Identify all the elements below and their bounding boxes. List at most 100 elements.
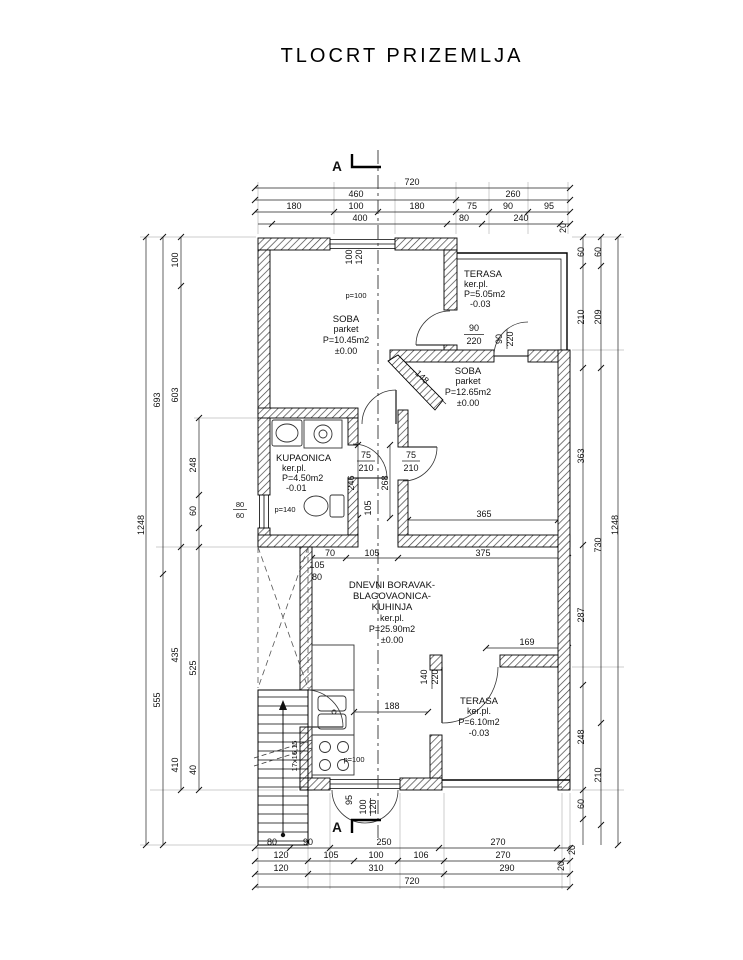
bathroom-sink <box>271 419 303 447</box>
room-floor: ker.pl. <box>464 279 488 289</box>
dim-label: 100 <box>368 850 383 860</box>
wall <box>394 237 458 251</box>
dim-label: 20 <box>558 223 568 233</box>
dim-label: 525 <box>188 660 198 675</box>
room-label-terasa-bottom: TERASA ker.pl. P=6.10m2 -0.03 <box>458 696 499 738</box>
dim-label: 365 <box>476 509 491 519</box>
dim-label: 105 <box>309 560 324 570</box>
wall <box>347 417 359 446</box>
room-area: P=12.65m2 <box>445 387 491 397</box>
wall <box>389 349 495 363</box>
opening-size: 60 <box>236 511 244 520</box>
room-area: P=5.05m2 <box>464 289 505 299</box>
top-dimension-labels: 720 460 260 180 100 180 75 90 95 400 80 … <box>286 177 568 233</box>
dim-label: 310 <box>368 863 383 873</box>
dim-label: 80 <box>312 572 322 582</box>
window-bathroom <box>259 495 269 528</box>
room-name: TERASA <box>460 696 499 707</box>
section-marker-bottom: A <box>332 820 342 835</box>
terrace-parapet-bottom <box>442 779 570 788</box>
dim-label: 363 <box>576 448 586 463</box>
wall <box>257 249 271 496</box>
dim-label: 248 <box>188 457 198 472</box>
stairs-direction-arrow <box>279 700 287 838</box>
dim-label: 95 <box>544 201 554 211</box>
stairs-break-line <box>253 739 313 767</box>
opening-size: 140 <box>419 669 429 684</box>
dim-label: 20 <box>556 861 566 871</box>
room-level: -0.03 <box>469 728 490 738</box>
room-label-kupaonica: KUPAONICA ker.pl. P=4.50m2 -0.01 <box>276 453 332 493</box>
kitchen-sink <box>317 695 347 730</box>
dim-label: 100 <box>170 252 180 267</box>
room-floor: parket <box>333 324 359 334</box>
door-soba-top <box>361 389 397 425</box>
dim-label: 60 <box>576 799 586 809</box>
washing-machine <box>303 419 343 449</box>
wall <box>257 407 359 419</box>
stairs <box>253 689 313 846</box>
wall <box>299 777 331 791</box>
room-name: KUHINJA <box>372 602 413 613</box>
dim-label: 555 <box>152 692 162 707</box>
wall <box>429 734 443 779</box>
dim-label: 75 <box>467 201 477 211</box>
room-name: BLAGOVAONICA- <box>353 591 431 602</box>
room-label-soba-top: SOBA parket P=10.45m2 ±0.00 <box>323 314 369 356</box>
opening-size: 220 <box>430 669 440 684</box>
room-area: P=10.45m2 <box>323 335 369 345</box>
dim-label: 400 <box>352 213 367 223</box>
canopy-outline <box>257 546 309 689</box>
wall <box>557 349 571 791</box>
room-floor: ker.pl. <box>467 706 491 716</box>
dim-label: 80 <box>459 213 469 223</box>
dim-label: 287 <box>576 607 586 622</box>
section-marker-top: A <box>332 159 342 174</box>
dim-label: 693 <box>152 392 162 407</box>
opening-size: 120 <box>354 249 364 264</box>
wall <box>397 409 409 448</box>
wall <box>257 534 359 548</box>
room-label-terasa-top: TERASA ker.pl. P=5.05m2 -0.03 <box>464 269 505 309</box>
dim-label: 410 <box>170 757 180 772</box>
dim-label: 1248 <box>136 515 146 535</box>
opening-size: 75 <box>406 450 416 460</box>
dim-label: 240 <box>513 213 528 223</box>
room-area: P=4.50m2 <box>282 473 323 483</box>
door-french-swing <box>331 789 399 824</box>
doors <box>305 310 529 824</box>
door-terrace-1 <box>415 310 451 346</box>
opening-size: 100 <box>344 249 354 264</box>
dim-label: 106 <box>413 850 428 860</box>
walls <box>257 237 571 791</box>
dim-label: 105 <box>323 850 338 860</box>
room-level: -0.03 <box>470 299 491 309</box>
windows <box>259 239 400 789</box>
terrace-parapet-top <box>457 252 568 350</box>
wall <box>499 654 559 668</box>
opening-size: 220 <box>505 331 515 346</box>
window-bottom <box>330 779 400 789</box>
wall <box>443 249 458 311</box>
opening-labels: 100 120 p=100 90 220 90 220 75 210 75 21… <box>236 249 515 814</box>
parapet-note: p=100 <box>345 291 366 300</box>
parapet-note: p=140 <box>274 505 295 514</box>
room-area: P=25.90m2 <box>369 624 415 634</box>
room-floor: parket <box>455 376 481 386</box>
dim-label: 268 <box>380 475 390 490</box>
dim-label: 180 <box>286 201 301 211</box>
kitchen-counter <box>311 644 355 776</box>
opening-size: 90 <box>469 323 479 333</box>
room-label-soba-right: SOBA parket P=12.65m2 ±0.00 <box>445 366 491 408</box>
wall <box>397 534 571 548</box>
dim-label: 70 <box>325 548 335 558</box>
dim-label: 209 <box>593 309 603 324</box>
room-floor: ker.pl. <box>380 613 404 623</box>
room-level: ±0.00 <box>457 398 479 408</box>
dim-label: 603 <box>170 387 180 402</box>
toilet <box>303 494 345 518</box>
door-terrace-2 <box>493 321 529 357</box>
dim-label: 270 <box>495 850 510 860</box>
room-area: P=6.10m2 <box>458 717 499 727</box>
